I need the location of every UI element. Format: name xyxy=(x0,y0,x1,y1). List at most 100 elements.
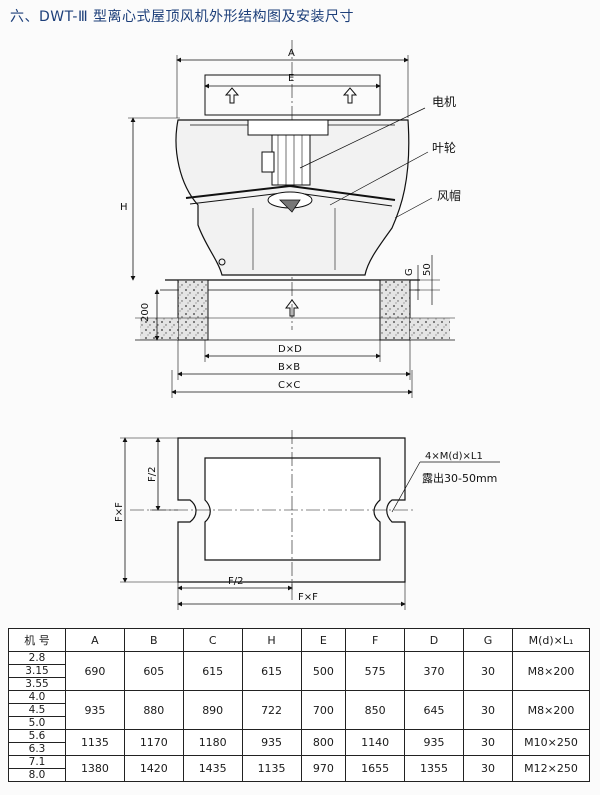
airflow-up-icon xyxy=(342,87,358,104)
table-row: 7.1 8.0 1380 1420 1435 1135 970 1655 135… xyxy=(8,755,590,782)
cell: 1420 xyxy=(123,755,184,782)
dim-g-label: G xyxy=(404,268,415,276)
table-row: 5.6 6.3 1135 1170 1180 935 800 1140 935 … xyxy=(8,729,590,756)
spec-table-header-row: 机 号 A B C H E F D G M(d)×L₁ xyxy=(8,628,590,652)
model-number: 5.0 xyxy=(28,717,46,729)
dim-dxd-label: D×D xyxy=(278,344,302,355)
cell: 615 xyxy=(182,651,243,691)
model-number: 4.0 xyxy=(9,691,65,704)
dim-bxb-label: B×B xyxy=(278,362,300,373)
cell: 1355 xyxy=(404,755,464,782)
cell: 722 xyxy=(241,690,302,730)
cell: 1380 xyxy=(65,755,125,782)
bolt-note-label: 露出30-50mm xyxy=(422,471,497,485)
dimension-200: 200 xyxy=(140,289,160,341)
model-number: 6.3 xyxy=(28,743,46,755)
col-header: D xyxy=(404,628,464,652)
col-header: M(d)×L₁ xyxy=(512,628,590,652)
cell: 700 xyxy=(300,690,347,730)
model-number: 7.1 xyxy=(9,756,65,769)
dim-e-label: E xyxy=(288,73,294,84)
cell: 890 xyxy=(182,690,243,730)
dim-h-label: H xyxy=(120,202,128,213)
cell: 1140 xyxy=(345,729,406,756)
page-title: 六、DWT-Ⅲ 型离心式屋顶风机外形结构图及安装尺寸 xyxy=(10,9,355,25)
cell: 1135 xyxy=(65,729,125,756)
col-header: H xyxy=(241,628,302,652)
fan-body xyxy=(175,119,410,276)
model-number: 3.15 xyxy=(9,665,65,678)
plan-f2-horizontal-label: F/2 xyxy=(228,576,243,587)
cell: 30 xyxy=(463,729,513,756)
col-header: E xyxy=(300,628,347,652)
dim-50-label: 50 xyxy=(422,263,433,276)
cell: M8×200 xyxy=(512,651,590,691)
airflow-up-icon xyxy=(285,299,299,317)
cell: 850 xyxy=(345,690,406,730)
col-header: A xyxy=(65,628,125,652)
cell: M8×200 xyxy=(512,690,590,730)
cell: 615 xyxy=(241,651,302,691)
dim-200-label: 200 xyxy=(140,303,151,322)
fan-drawing: A E 电机 叶轮 风帽 H xyxy=(114,40,500,610)
dim-a-label: A xyxy=(288,48,295,59)
cell: 30 xyxy=(463,651,513,691)
airflow-up-icon xyxy=(224,87,240,104)
cell: 800 xyxy=(300,729,347,756)
curb-right xyxy=(379,279,411,341)
cell: 605 xyxy=(123,651,184,691)
cell: 1180 xyxy=(182,729,243,756)
cell: 935 xyxy=(65,690,125,730)
hood-label: 风帽 xyxy=(437,188,461,203)
plan-dim-horizontal: F/2 F×F xyxy=(177,576,406,610)
cell: 1170 xyxy=(123,729,184,756)
cell: 645 xyxy=(404,690,464,730)
cell: 690 xyxy=(65,651,125,691)
table-row: 4.0 4.5 5.0 935 880 890 722 700 850 645 … xyxy=(8,690,590,730)
impeller-label: 叶轮 xyxy=(432,141,456,155)
dim-cxc-label: C×C xyxy=(278,380,300,391)
cell: 575 xyxy=(345,651,406,691)
plan-view: 4×M(d)×L1 露出30-50mm xyxy=(130,430,500,590)
model-number: 3.55 xyxy=(25,678,49,690)
dimension-g-50: G 50 xyxy=(404,255,440,305)
cell: 30 xyxy=(463,690,513,730)
col-header: 机 号 xyxy=(8,628,66,652)
cell: 1135 xyxy=(241,755,302,782)
col-header: F xyxy=(345,628,406,652)
spec-table: 机 号 A B C H E F D G M(d)×L₁ 2.8 3.15 3.5… xyxy=(8,628,590,782)
dimension-dxd: D×D xyxy=(204,340,381,362)
model-number: 4.5 xyxy=(9,704,65,717)
model-number: 2.8 xyxy=(9,652,65,665)
dimension-bxb: B×B xyxy=(177,340,411,380)
plan-fxf-vertical-label: F×F xyxy=(114,502,125,522)
col-header: C xyxy=(182,628,243,652)
cell: 1435 xyxy=(182,755,243,782)
motor-label: 电机 xyxy=(432,95,456,109)
col-header: G xyxy=(463,628,513,652)
cell: 935 xyxy=(404,729,464,756)
curb-left xyxy=(177,279,209,341)
cell: 30 xyxy=(463,755,513,782)
table-row: 2.8 3.15 3.55 690 605 615 615 500 575 37… xyxy=(8,651,590,691)
dimension-e: E xyxy=(204,73,381,89)
model-number: 5.6 xyxy=(9,730,65,743)
cell: M10×250 xyxy=(512,729,590,756)
dimension-cxc: C×C xyxy=(171,370,413,398)
cell: M12×250 xyxy=(512,755,590,782)
cell: 1655 xyxy=(345,755,406,782)
cell: 370 xyxy=(404,651,464,691)
bolt-spec-label: 4×M(d)×L1 xyxy=(425,451,483,462)
col-header: B xyxy=(123,628,184,652)
cell: 935 xyxy=(241,729,302,756)
cell: 880 xyxy=(123,690,184,730)
plan-f2-vertical-label: F/2 xyxy=(147,467,158,482)
cell: 500 xyxy=(300,651,347,691)
dimension-a: A xyxy=(176,48,409,118)
cell: 970 xyxy=(300,755,347,782)
motor-body xyxy=(271,134,311,186)
plan-fxf-horizontal-label: F×F xyxy=(298,592,318,603)
model-number: 8.0 xyxy=(28,769,46,781)
dimension-h: H xyxy=(120,117,180,281)
plan-dim-vertical: F/2 F×F xyxy=(114,437,178,583)
